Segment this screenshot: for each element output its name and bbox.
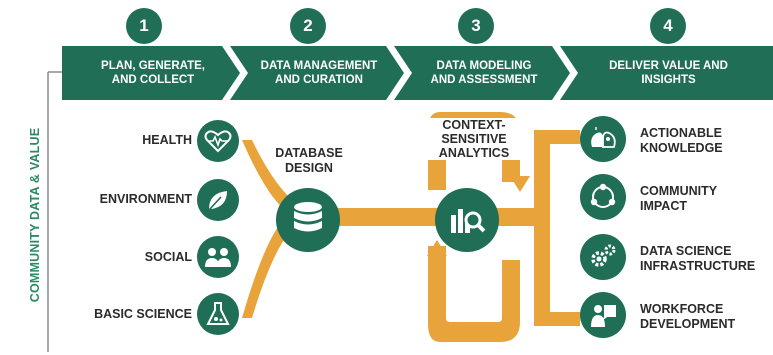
output-label-workforce-development: WORKFORCE DEVELOPMENT (640, 302, 736, 331)
step-4-label: DELIVER VALUE AND INSIGHTS (609, 60, 728, 86)
input-label-basic-science: BASIC SCIENCE (94, 307, 192, 321)
output-label-data-science-infrastructure: DATA SCIENCE INFRASTRUCTURE (640, 244, 756, 273)
input-label-environment: ENVIRONMENT (99, 192, 192, 206)
brain-lightbulb-icon (580, 116, 626, 162)
output-label-community-impact: COMMUNITY IMPACT (640, 184, 718, 213)
chart-magnifier-icon (435, 188, 499, 252)
step-2-number: 2 (290, 8, 326, 44)
leaf-icon (197, 179, 239, 221)
gears-icon (580, 234, 626, 280)
presenter-icon (580, 292, 626, 338)
step-2-banner: DATA MANAGEMENT AND CURATION (230, 46, 404, 100)
output-labels: ACTIONABLE KNOWLEDGE COMMUNITY IMPACT DA… (640, 0, 773, 355)
flask-icon (197, 293, 239, 335)
step-1-label: PLAN, GENERATE, AND COLLECT (101, 60, 205, 86)
step-2-label: DATA MANAGEMENT AND CURATION (260, 60, 378, 86)
input-labels: HEALTH ENVIRONMENT SOCIAL BASIC SCIENCE (60, 0, 192, 355)
step-3-number: 3 (458, 8, 494, 44)
people-icon (197, 236, 239, 278)
input-label-health: HEALTH (142, 133, 192, 147)
input-label-social: SOCIAL (144, 250, 192, 264)
step-3-label: DATA MODELING AND ASSESSMENT (430, 60, 538, 86)
heart-pulse-icon (197, 120, 239, 162)
step-1-number: 1 (126, 8, 162, 44)
step-3-banner: DATA MODELING AND ASSESSMENT (394, 46, 570, 100)
step-4-number: 4 (650, 8, 686, 44)
analytics-label: CONTEXT- SENSITIVE ANALYTICS (420, 118, 528, 160)
network-people-icon (580, 174, 626, 220)
side-label: COMMUNITY DATA & VALUE (28, 127, 42, 303)
output-label-actionable-knowledge: ACTIONABLE KNOWLEDGE (640, 126, 723, 155)
database-label: DATABASE DESIGN (275, 146, 343, 175)
step-4-banner: DELIVER VALUE AND INSIGHTS (560, 46, 773, 100)
step-1-banner: PLAN, GENERATE, AND COLLECT (62, 46, 240, 100)
database-icon (276, 188, 340, 252)
